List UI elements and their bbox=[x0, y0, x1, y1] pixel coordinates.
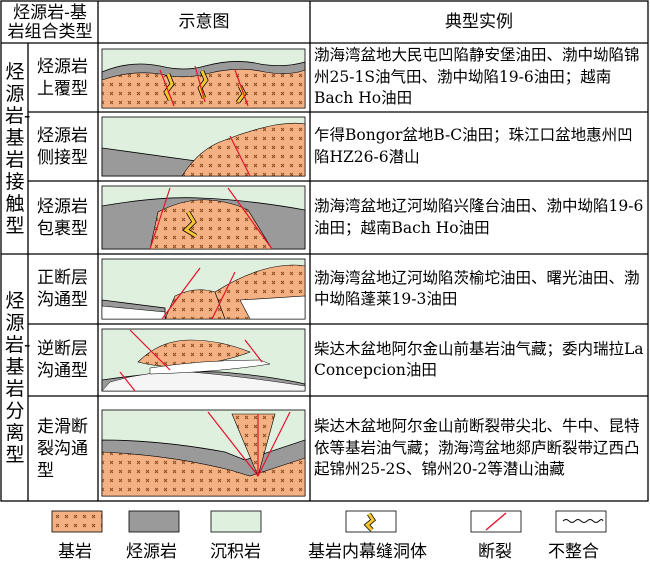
legend-label-bedrock: 基岩 bbox=[58, 542, 92, 562]
schematic-lateral bbox=[101, 116, 306, 177]
legend-label-sedimentary: 沉积岩 bbox=[210, 542, 261, 562]
row-example-normal-fault: 渤海湾盆地辽河坳陷茨榆坨油田、曙光油田、渤中坳陷蓬莱19-3油田 bbox=[314, 268, 640, 309]
row-example-lateral: 乍得Bongor盆地B-C油田；珠江口盆地惠州凹陷HZ26-6潜山 bbox=[314, 126, 633, 166]
row-type-enclosed: 烃源岩包裹型 bbox=[37, 196, 88, 239]
source-rock-swatch bbox=[128, 510, 180, 533]
group-separated: 烃源岩-基岩分离型 bbox=[5, 289, 31, 466]
schematic-strike-slip bbox=[101, 409, 306, 497]
sedimentary-rock-swatch bbox=[210, 510, 262, 533]
row-type-strike-slip: 走滑断裂沟通型 bbox=[37, 416, 88, 481]
row-type-normal-fault: 正断层沟通型 bbox=[37, 268, 88, 310]
table-grid bbox=[0, 0, 649, 502]
header-schematic: 示意图 bbox=[178, 12, 230, 32]
row-example-strike-slip: 柴达木盆地阿尔金山前断裂带尖北、牛中、昆特依等基岩油气藏；渤海湾盆地郯庐断裂带辽… bbox=[314, 417, 640, 479]
schematic-overlying bbox=[101, 48, 306, 109]
row-example-enclosed: 渤海湾盆地辽河坳陷兴隆台油田、渤中坳陷19-6油田；越南Bach Ho油田 bbox=[314, 197, 644, 237]
legend-label-fracture-cave: 基岩内幕缝洞体 bbox=[308, 542, 427, 562]
group-contact: 烃源岩-基岩接触型 bbox=[5, 60, 31, 237]
row-example-reverse-fault: 柴达木盆地阿尔金山前基岩油气藏；委内瑞拉La Concepcion油田 bbox=[314, 339, 644, 380]
row-example-overlying: 渤海湾盆地大民屯凹陷静安堡油田、渤中坳陷锦州25-1S油气田、渤中坳陷19-6油… bbox=[314, 46, 640, 108]
row-type-lateral: 烃源岩侧接型 bbox=[37, 125, 88, 168]
header-type: 烃源岩-基岩组合类型 bbox=[7, 2, 93, 42]
row-type-reverse-fault: 逆断层沟通型 bbox=[37, 339, 88, 381]
row-type-overlying: 烃源岩上覆型 bbox=[37, 56, 88, 99]
legend-label-fault: 断裂 bbox=[478, 542, 512, 562]
schematic-normal-fault bbox=[101, 258, 306, 320]
schematic-enclosed bbox=[101, 185, 306, 250]
legend-swatches bbox=[51, 510, 607, 533]
schematic-reverse-fault bbox=[101, 328, 306, 392]
header-examples: 典型实例 bbox=[445, 12, 513, 32]
bedrock-swatch bbox=[51, 510, 103, 533]
legend-label-unconformity: 不整合 bbox=[548, 542, 599, 562]
legend-label-source-rock: 烃源岩 bbox=[126, 542, 177, 562]
